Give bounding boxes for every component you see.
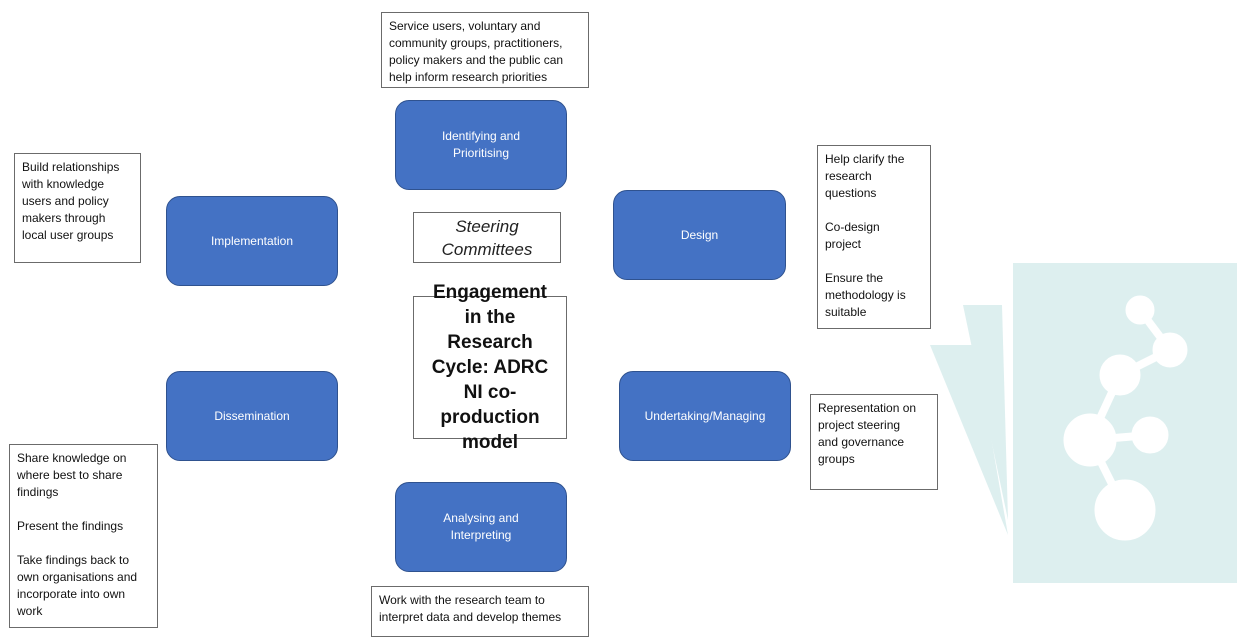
stage-implementation: Implementation: [166, 196, 338, 286]
note-identifying: Service users, voluntary and community g…: [381, 12, 589, 88]
steering-committees-box: Steering Committees: [413, 212, 561, 263]
note-implementation: Build relationships with knowledge users…: [14, 153, 141, 263]
stage-identifying: Identifying and Prioritising: [395, 100, 567, 190]
watermark-stripe: [930, 345, 1008, 535]
watermark-node: [1099, 354, 1141, 396]
watermark-node: [1131, 416, 1169, 454]
watermark-node: [1094, 479, 1156, 541]
steering-committees-label: Steering Committees: [441, 216, 533, 259]
stage-undertaking: Undertaking/Managing: [619, 371, 791, 461]
stage-dissemination: Dissemination: [166, 371, 338, 461]
watermark-node: [1063, 413, 1117, 467]
note-analysing: Work with the research team to interpret…: [371, 586, 589, 637]
watermark-node: [1152, 332, 1188, 368]
engagement-title-box: Engagement in the Research Cycle: ADRC N…: [413, 282, 567, 453]
stage-analysing: Analysing and Interpreting: [395, 482, 567, 572]
note-dissemination: Share knowledge on where best to share f…: [9, 444, 158, 628]
note-design: Help clarify the research questions Co-d…: [817, 145, 931, 329]
engagement-title: Engagement in the Research Cycle: ADRC N…: [431, 282, 549, 453]
watermark-node: [1125, 295, 1155, 325]
watermark-stripe: [963, 305, 1008, 520]
stage-design: Design: [613, 190, 786, 280]
note-undertaking: Representation on project steering and g…: [810, 394, 938, 490]
